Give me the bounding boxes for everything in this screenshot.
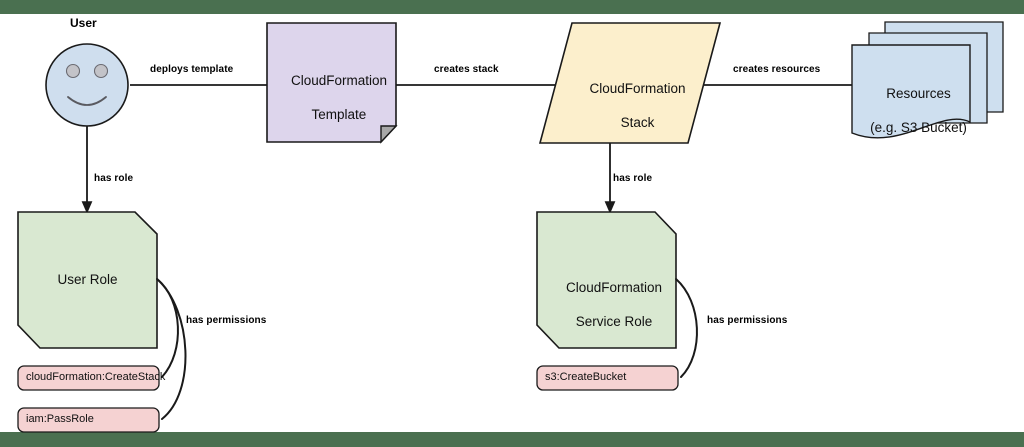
- user-eye-left-icon: [65, 63, 81, 79]
- user-smile-icon: [67, 96, 107, 106]
- user-eye-right-icon: [93, 63, 109, 79]
- edge-label-creates-stack: creates stack: [434, 64, 499, 75]
- edge-label-creates-resources: creates resources: [733, 64, 821, 75]
- connector-service-role-to-createbucket: [675, 278, 698, 378]
- node-user-role[interactable]: [17, 211, 158, 349]
- edge-label-user-role-has-permissions: has permissions: [186, 315, 267, 326]
- edge-label-stack-has-role: has role: [613, 173, 653, 184]
- connector-user-role-to-passrole: [156, 278, 187, 420]
- chip-label-cloudformation-createstack: cloudFormation:CreateStack: [26, 371, 166, 383]
- node-stack[interactable]: [538, 22, 722, 144]
- connector-user-role-to-createstack: [156, 278, 179, 378]
- chip-label-iam-passrole: iam:PassRole: [26, 413, 94, 425]
- user-role-shape: [17, 211, 158, 349]
- edge-label-service-role-has-permissions: has permissions: [707, 315, 788, 326]
- chip-label-s3-createbucket: s3:CreateBucket: [545, 371, 627, 383]
- chip-s3-createbucket[interactable]: [536, 365, 679, 391]
- edge-label-deploys-template: deploys template: [150, 64, 234, 75]
- template-fold-corner-icon: [380, 125, 398, 144]
- node-user[interactable]: [45, 43, 129, 127]
- chip-iam-passrole[interactable]: [17, 407, 160, 433]
- connectors: [81, 84, 852, 214]
- node-resources[interactable]: [851, 21, 1004, 139]
- resources-page-front-shape: [851, 44, 971, 139]
- node-template[interactable]: [266, 22, 398, 144]
- chip-cloudformation-createstack[interactable]: [17, 365, 160, 391]
- user-title-label: User: [70, 16, 97, 30]
- permission-chips: [17, 365, 679, 433]
- edge-label-user-has-role: has role: [94, 173, 134, 184]
- template-body-shape: [266, 22, 397, 143]
- user-face-circle: [45, 43, 129, 127]
- permission-connectors: [156, 278, 698, 420]
- stack-parallelogram-shape: [538, 22, 722, 144]
- service-role-shape: [536, 211, 677, 349]
- node-service-role[interactable]: [536, 211, 677, 349]
